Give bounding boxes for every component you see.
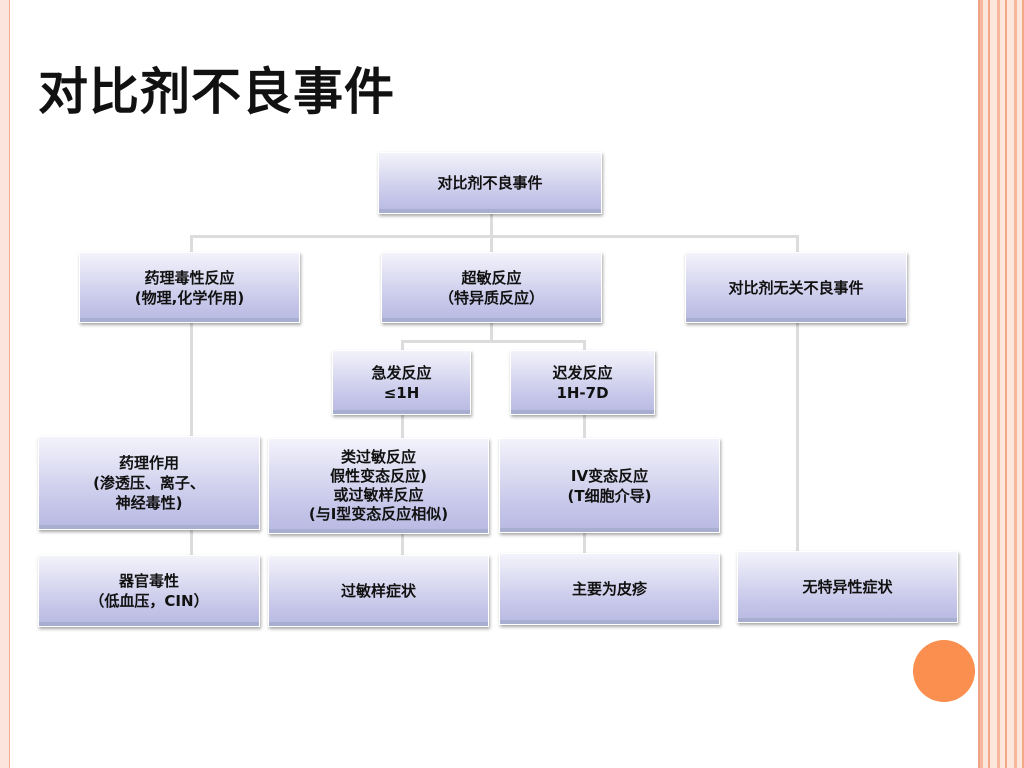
node-acute-reaction: 急发反应 ≤1H <box>332 350 471 415</box>
connector <box>490 235 493 255</box>
connector <box>190 235 799 238</box>
node-label: 过敏样症状 <box>340 582 416 600</box>
connector <box>796 235 799 255</box>
node-label: 神经毒性) <box>115 494 183 512</box>
connector <box>490 323 493 343</box>
connector <box>190 530 193 556</box>
node-label: 药理作用 <box>118 454 179 472</box>
node-label: ≤1H <box>383 383 420 402</box>
node-label: 急发反应 <box>371 363 432 382</box>
node-anaphylactoid-reaction: 类过敏反应 假性变态反应) 或过敏样反应 (与I型变态反应相似) <box>268 438 489 534</box>
node-mainly-rash: 主要为皮疹 <box>499 553 720 625</box>
connector <box>583 415 586 440</box>
node-label: 无特异性症状 <box>802 578 893 596</box>
node-label: IV变态反应 <box>570 466 649 485</box>
node-label: （特异质反应） <box>438 288 544 307</box>
slide-left-border <box>0 0 10 768</box>
slide-right-border <box>980 0 1024 768</box>
node-nonspecific-symptoms: 无特异性症状 <box>737 551 958 623</box>
node-pharmacologic-action: 药理作用 (渗透压、离子、 神经毒性) <box>38 436 260 530</box>
slide-right-border-line <box>978 0 980 768</box>
orange-circle-decoration <box>913 640 975 702</box>
connector <box>190 323 193 438</box>
node-label: 类过敏反应 <box>340 448 416 466</box>
connector <box>401 534 404 556</box>
node-label: （低血压，CIN） <box>89 592 209 610</box>
node-hypersensitivity: 超敏反应 （特异质反应） <box>381 252 602 323</box>
connector <box>583 340 586 352</box>
node-unrelated-events: 对比剂无关不良事件 <box>685 252 907 323</box>
node-label: 超敏反应 <box>461 268 522 287</box>
connector <box>796 323 799 553</box>
node-label: (与I型变态反应相似) <box>308 505 449 523</box>
node-label: (渗透压、离子、 <box>93 474 205 492</box>
node-label: 对比剂无关不良事件 <box>728 278 864 297</box>
connector <box>401 415 404 440</box>
connector <box>583 533 586 555</box>
connector <box>401 340 404 352</box>
node-label: 药理毒性反应 <box>144 268 235 287</box>
node-label: (物理,化学作用) <box>134 288 245 307</box>
node-label: 器官毒性 <box>118 572 179 590</box>
node-contrast-adverse-events: 对比剂不良事件 <box>378 152 602 214</box>
node-label: 主要为皮疹 <box>571 580 647 598</box>
node-allergy-like-symptoms: 过敏样症状 <box>268 555 489 627</box>
slide-title: 对比剂不良事件 <box>38 63 395 121</box>
node-pharmacologic-toxicity: 药理毒性反应 (物理,化学作用) <box>79 252 300 323</box>
connector <box>401 340 586 343</box>
connector <box>490 214 493 238</box>
node-label: 迟发反应 <box>552 363 613 382</box>
node-label: 或过敏样反应 <box>333 486 424 504</box>
node-label: 1H-7D <box>556 383 609 402</box>
node-label: 假性变态反应) <box>330 467 427 485</box>
connector <box>190 235 193 255</box>
node-label: 对比剂不良事件 <box>437 174 543 192</box>
node-organ-toxicity: 器官毒性 （低血压，CIN） <box>38 555 260 627</box>
node-delayed-reaction: 迟发反应 1H-7D <box>510 350 655 415</box>
node-label: (T细胞介导) <box>567 486 652 505</box>
node-type-iv-hypersensitivity: IV变态反应 (T细胞介导) <box>499 438 720 533</box>
